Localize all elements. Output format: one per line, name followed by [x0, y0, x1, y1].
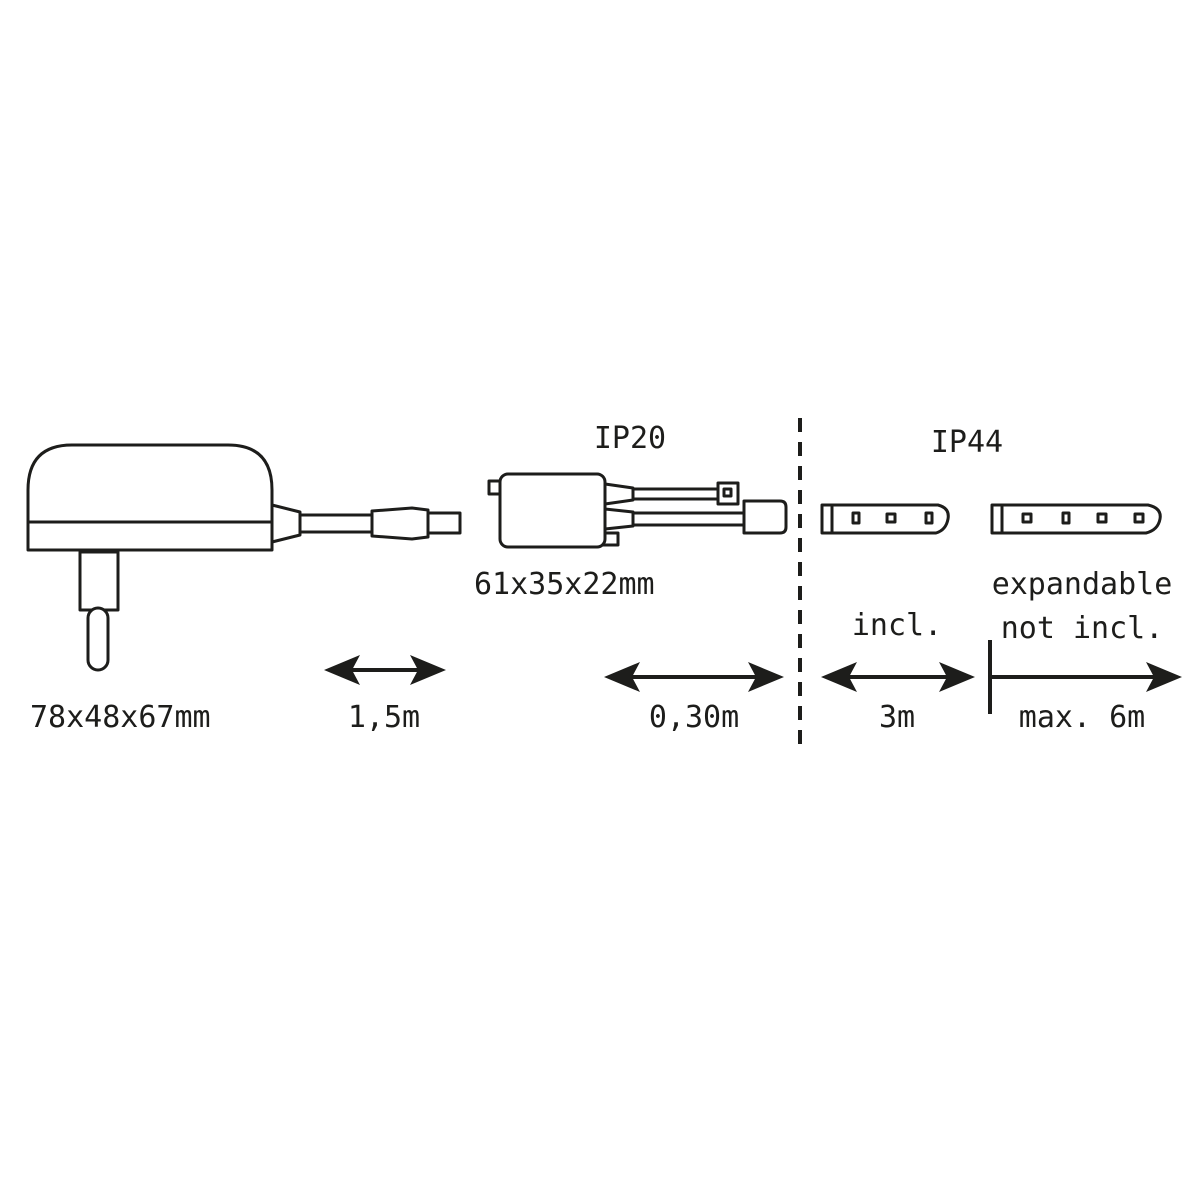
double-arrow-icon	[324, 655, 446, 685]
led-strip-icon	[820, 503, 950, 535]
power-adapter-icon	[26, 443, 462, 672]
controller-dimensions: 61x35x22mm	[474, 567, 655, 602]
led-strip-expandable-icon	[990, 503, 1162, 535]
expandable-arrow-icon	[988, 640, 1182, 714]
controller-cable-length: 0,30m	[648, 700, 740, 735]
controller-box-icon	[487, 472, 788, 549]
strip-included-length: 3m	[878, 700, 916, 735]
not-included-label: not incl.	[1000, 611, 1164, 646]
strip-included-label: incl.	[851, 608, 943, 643]
expandable-label: expandable	[991, 567, 1173, 602]
adapter-dimensions: 78x48x67mm	[30, 700, 211, 735]
adapter-cable-length: 1,5m	[347, 700, 421, 735]
controller-ip-rating: IP20	[593, 421, 667, 456]
double-arrow-icon	[821, 662, 975, 692]
expandable-max-length: max. 6m	[1018, 700, 1146, 735]
double-arrow-icon	[604, 662, 784, 692]
strip-ip-rating: IP44	[930, 425, 1004, 460]
